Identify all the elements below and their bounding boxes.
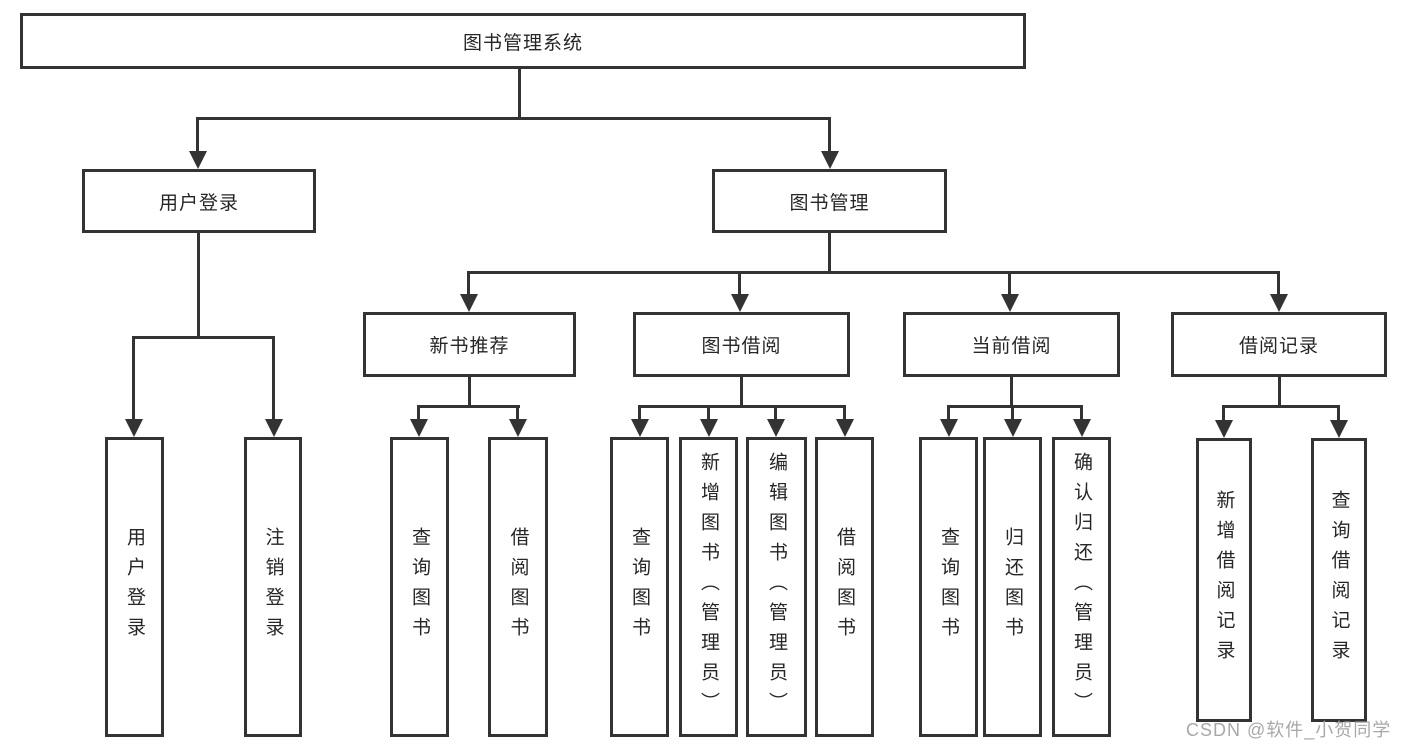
node-borrow-records-box: 借阅记录 (1171, 312, 1387, 377)
trunk-line-book-borrowing (740, 377, 743, 407)
arrow-down-icon-user-login (188, 117, 207, 169)
leaf-nr-query-books-label: 查询图书 (409, 527, 430, 647)
node-borrow-records-label: 借阅记录 (1238, 336, 1319, 357)
arrow-down-icon-borrow-records (1269, 271, 1288, 312)
node-user-login-label: 用户登录 (158, 192, 239, 214)
branch-bar-user-login (132, 336, 275, 339)
trunk-line-book-management (828, 233, 831, 273)
trunk-line-new-book-recommend (468, 377, 471, 407)
arrow-down-icon-new-book-recommend (459, 271, 478, 312)
arrow-down-icon-leaf-logout (264, 336, 283, 437)
leaf-br-add-record-box: 新增借阅记录 (1196, 438, 1252, 722)
leaf-bb-edit-books-admin-label: 编辑图书（管理员） (766, 452, 787, 722)
leaf-cb-query-books-box: 查询图书 (919, 437, 978, 737)
arrow-down-icon-cb-query (939, 405, 958, 437)
branch-bar-current-borrowing (947, 405, 1082, 408)
branch-bar-root (196, 117, 831, 120)
leaf-cb-return-books-label: 归还图书 (1002, 527, 1023, 647)
leaf-nr-borrow-books-box: 借阅图书 (488, 437, 548, 737)
leaf-br-query-record-box: 查询借阅记录 (1311, 438, 1367, 722)
csdn-watermark: CSDN @软件_小贺同学 (1186, 720, 1392, 740)
leaf-bb-add-books-admin-label: 新增图书（管理员） (698, 452, 719, 722)
node-user-login-box: 用户登录 (82, 169, 316, 233)
arrow-down-icon-bb-edit (766, 405, 785, 437)
leaf-br-query-record-label: 查询借阅记录 (1328, 490, 1350, 670)
leaf-cb-confirm-return-admin-label: 确认归还（管理员） (1071, 452, 1092, 722)
arrow-down-icon-bb-add (699, 405, 718, 437)
arrow-down-icon-br-add (1214, 405, 1233, 438)
arrow-down-icon-book-borrowing (730, 271, 749, 312)
leaf-br-add-record-label: 新增借阅记录 (1213, 490, 1235, 670)
leaf-cb-query-books-label: 查询图书 (938, 527, 959, 647)
leaf-user-login-box: 用户登录 (105, 437, 164, 737)
node-current-borrowing-box: 当前借阅 (903, 312, 1120, 377)
branch-bar-book-management (467, 271, 1280, 274)
leaf-bb-borrow-books-label: 借阅图书 (834, 527, 855, 647)
node-book-management-box: 图书管理 (712, 169, 947, 233)
leaf-bb-add-books-admin-box: 新增图书（管理员） (679, 437, 738, 737)
leaf-logout-label: 注销登录 (262, 527, 284, 647)
node-book-management-label: 图书管理 (789, 192, 870, 214)
arrow-down-icon-bb-query (630, 405, 649, 437)
leaf-cb-confirm-return-admin-box: 确认归还（管理员） (1052, 437, 1111, 737)
leaf-bb-query-books-box: 查询图书 (610, 437, 669, 737)
arrow-down-icon-bb-borrow (835, 405, 854, 437)
leaf-cb-return-books-box: 归还图书 (983, 437, 1042, 737)
arrow-down-icon-current-borrowing (1000, 271, 1019, 312)
branch-bar-book-borrowing (638, 405, 845, 408)
leaf-logout-box: 注销登录 (244, 437, 302, 737)
root-node-box: 图书管理系统 (20, 13, 1026, 69)
arrow-down-icon-book-management (820, 117, 839, 169)
leaf-nr-borrow-books-label: 借阅图书 (507, 527, 529, 647)
trunk-line-borrow-records (1278, 377, 1281, 407)
leaf-user-login-label: 用户登录 (124, 527, 145, 647)
leaf-bb-edit-books-admin-box: 编辑图书（管理员） (746, 437, 807, 737)
leaf-bb-borrow-books-box: 借阅图书 (815, 437, 874, 737)
node-new-book-recommend-label: 新书推荐 (429, 336, 510, 357)
trunk-line-root (518, 67, 521, 119)
arrow-down-icon-cb-confirm (1072, 405, 1091, 437)
node-book-borrowing-label: 图书借阅 (701, 336, 782, 357)
node-new-book-recommend-box: 新书推荐 (363, 312, 576, 377)
node-book-borrowing-box: 图书借阅 (633, 312, 850, 377)
trunk-line-current-borrowing (1010, 377, 1013, 407)
leaf-bb-query-books-label: 查询图书 (629, 527, 650, 647)
trunk-line-user-login (197, 233, 200, 338)
arrow-down-icon-cb-return (1003, 405, 1022, 437)
arrow-down-icon-nr-query (409, 405, 428, 437)
node-current-borrowing-label: 当前借阅 (971, 336, 1052, 357)
arrow-down-icon-br-query (1329, 405, 1348, 438)
leaf-nr-query-books-box: 查询图书 (390, 437, 449, 737)
root-node-label: 图书管理系统 (462, 32, 583, 54)
branch-bar-borrow-records (1222, 405, 1340, 408)
arrow-down-icon-leaf-user-login (124, 336, 143, 437)
arrow-down-icon-nr-borrow (508, 405, 527, 437)
branch-bar-new-book-recommend (417, 405, 520, 408)
